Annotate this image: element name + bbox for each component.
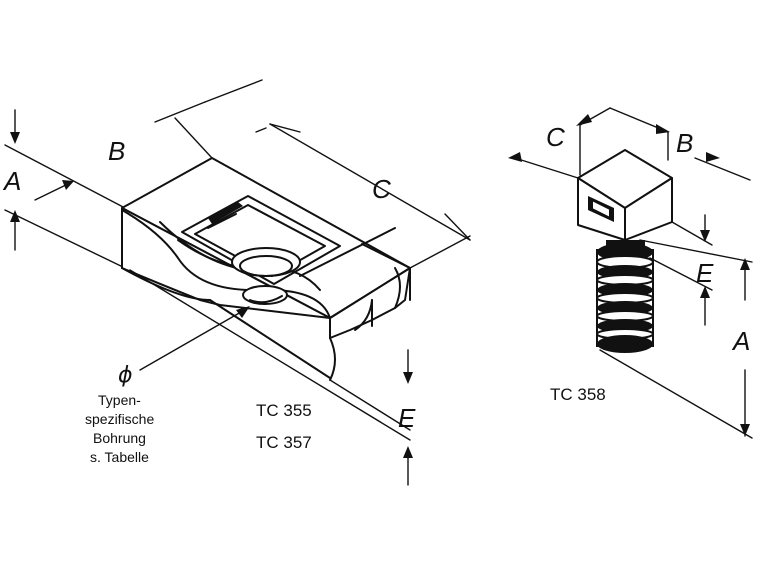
dimension-a-left <box>4 109 126 269</box>
phi-leader <box>139 306 250 371</box>
note-line-1: Typen- <box>98 392 141 408</box>
model-label-tc355: TC 355 <box>256 401 312 420</box>
dimension-e-left <box>129 269 413 486</box>
dimension-e-right <box>649 214 713 326</box>
model-label-tc358: TC 358 <box>550 385 606 404</box>
label-dim-a-right: A <box>731 326 750 356</box>
label-dim-c-left: C <box>372 174 391 204</box>
threaded-screw <box>596 240 654 353</box>
screw-mount-part: C B E A TC 358 <box>508 107 753 439</box>
label-dim-b-left: B <box>108 136 125 166</box>
square-head <box>577 149 673 241</box>
label-dim-a-left: A <box>2 166 21 196</box>
label-dim-b-right: B <box>676 128 693 158</box>
dimension-c-left <box>154 79 471 269</box>
model-label-tc357: TC 357 <box>256 433 312 452</box>
note-line-4: s. Tabelle <box>90 449 149 465</box>
label-dim-e-left: E <box>398 403 416 433</box>
dimension-cb-right <box>508 107 751 181</box>
dimension-a-right <box>599 239 753 439</box>
label-dim-c-right: C <box>546 122 565 152</box>
note-line-3: Bohrung <box>93 430 146 446</box>
label-phi: ϕ <box>118 363 133 388</box>
label-dim-e-right: E <box>696 258 714 288</box>
note-line-2: spezifische <box>85 411 154 427</box>
saddle-mount-part: A B C E ϕ Typen- spezifische Bohrung s. … <box>2 79 471 486</box>
saddle-body <box>121 157 411 381</box>
